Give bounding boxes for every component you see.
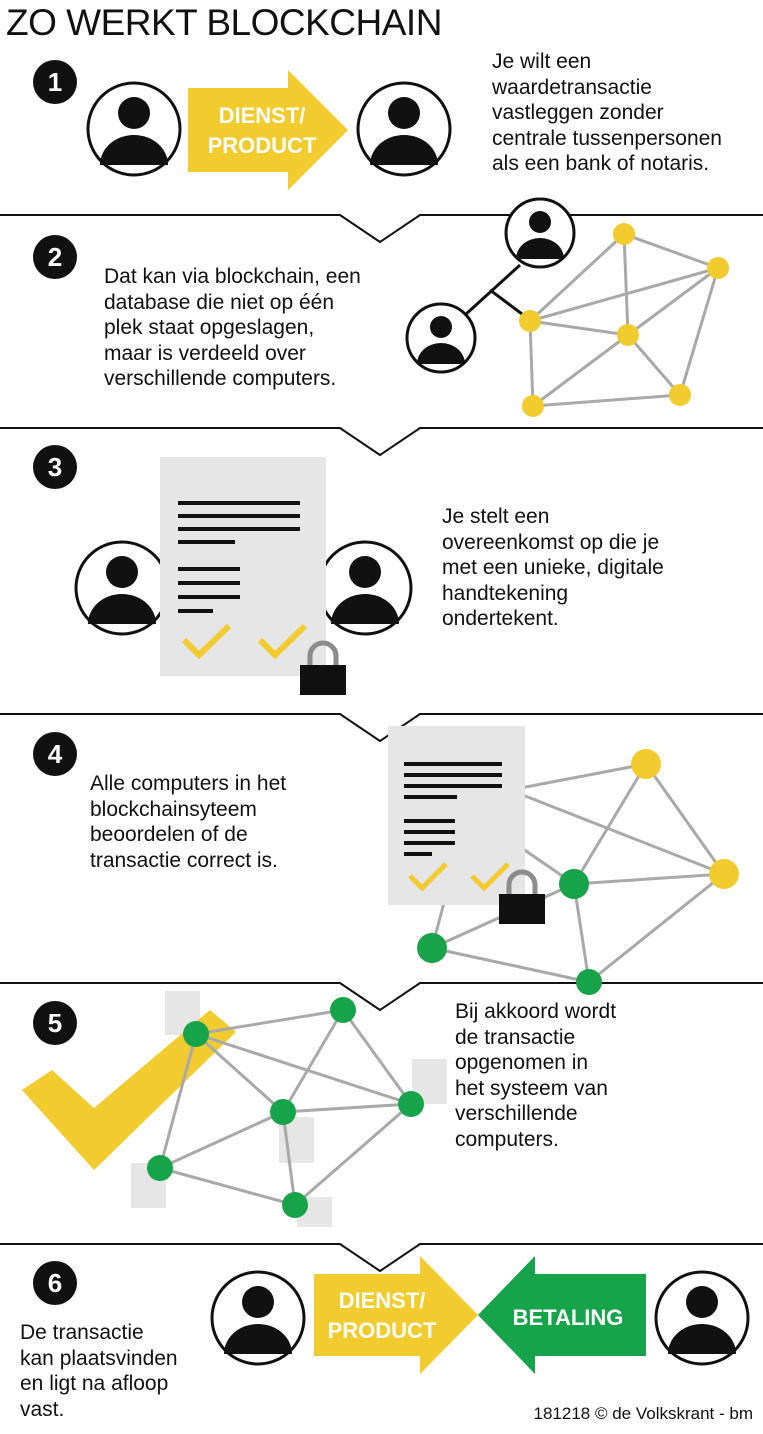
- step-2-badge: 2: [33, 235, 77, 279]
- person-icon: [317, 540, 413, 636]
- step-6-illustration: DIENST/ PRODUCT BETALING: [210, 1256, 750, 1374]
- network-nodes: [147, 997, 424, 1218]
- step-3-illustration: [74, 457, 413, 695]
- network-icon: [528, 232, 720, 408]
- step-6-arrow-label-3: BETALING: [513, 1305, 624, 1330]
- step-4-badge: 4: [33, 732, 77, 776]
- person-icon: [74, 540, 170, 636]
- person-icon: [654, 1270, 750, 1366]
- step-6-text: De transactie kan plaatsvinden en ligt n…: [20, 1321, 178, 1421]
- divider-5-6: [0, 1243, 763, 1273]
- document-icon: [388, 726, 525, 905]
- arrow-left-icon: [478, 1256, 646, 1374]
- step-2-text: Dat kan via blockchain, een database die…: [104, 265, 361, 390]
- divider-3-4: [0, 713, 763, 743]
- page-title: ZO WERKT BLOCKCHAIN: [6, 2, 442, 43]
- step-3-badge: 3: [33, 445, 77, 489]
- person-icon: [504, 197, 576, 269]
- step-4-text: Alle computers in het blockchainsyteem b…: [90, 772, 287, 872]
- arrow-right-icon: [188, 70, 348, 190]
- person-icon: [86, 81, 182, 177]
- network-nodes: [417, 749, 739, 995]
- step-5-illustration: [22, 991, 447, 1227]
- person-icon: [356, 81, 452, 177]
- network-icon: [158, 1008, 413, 1207]
- document-lines: [404, 762, 502, 856]
- step-3-text: Je stelt een overeenkomst op die je met …: [442, 505, 664, 630]
- document-lines: [178, 501, 300, 613]
- step-6-arrow-label-1: DIENST/: [339, 1288, 426, 1313]
- step-6-badge: 6: [33, 1261, 77, 1305]
- arrow-right-icon: [314, 1256, 478, 1374]
- credit-line: 181218 © de Volkskrant - bm: [533, 1404, 753, 1423]
- step-4-illustration: [388, 726, 739, 995]
- step-1-arrow-label-2: PRODUCT: [208, 133, 317, 158]
- step-6-arrow-label-2: PRODUCT: [328, 1318, 437, 1343]
- step-5-badge: 5: [33, 1001, 77, 1045]
- step-1-arrow-label-1: DIENST/: [219, 103, 306, 128]
- network-nodes: [519, 223, 729, 417]
- step-2-number: 2: [48, 242, 62, 272]
- step-1-badge: 1: [33, 60, 77, 104]
- step-5-text: Bij akkoord wordt de transactie opgenome…: [455, 1000, 617, 1151]
- divider-2-3: [0, 427, 763, 457]
- divider-1-2: [0, 214, 763, 244]
- checkmark-icon: [181, 623, 308, 660]
- step-5-number: 5: [48, 1008, 62, 1038]
- step-1-illustration: DIENST/ PRODUCT: [86, 70, 452, 190]
- step-badges: 1 2 3 4 5 6: [33, 60, 77, 1305]
- step-4-number: 4: [48, 739, 63, 769]
- step-3-number: 3: [48, 452, 62, 482]
- person-icon: [405, 302, 477, 374]
- step-6-number: 6: [48, 1268, 62, 1298]
- connection-lines: [463, 263, 531, 322]
- divider-4-5: [0, 982, 763, 1012]
- checkmark-icon: [408, 862, 510, 892]
- step-1-number: 1: [48, 67, 62, 97]
- step-2-illustration: [405, 197, 729, 417]
- step-1-text: Je wilt een waardetransactie vastleggen …: [492, 50, 722, 175]
- person-icon: [210, 1270, 306, 1366]
- checkmark-icon: [22, 1010, 236, 1170]
